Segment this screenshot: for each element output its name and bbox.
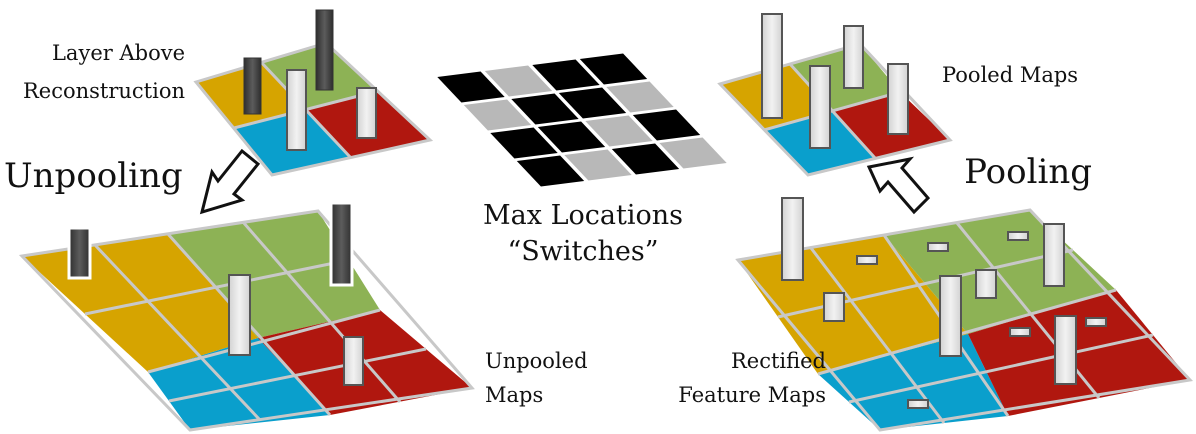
switch-cell-max bbox=[484, 65, 553, 97]
rectified-bar-tall bbox=[1043, 223, 1065, 287]
pooling-arrow-icon bbox=[866, 156, 931, 215]
rectified-bar-flat bbox=[1009, 327, 1031, 337]
unpooled-bar-dark bbox=[329, 201, 354, 287]
unpooling-label: Unpooling bbox=[4, 156, 183, 196]
layer-above-bar-light bbox=[286, 69, 307, 151]
unpooled-bar-dark bbox=[67, 226, 92, 280]
pooling-label: Pooling bbox=[964, 152, 1092, 192]
rectified-bar-tall bbox=[1054, 315, 1077, 385]
pooled-bar-light bbox=[809, 65, 831, 149]
switch-cell bbox=[611, 143, 680, 175]
pooled-outline bbox=[717, 42, 953, 177]
layer-above-map bbox=[193, 9, 434, 177]
unpooling-arrow-icon bbox=[199, 148, 261, 215]
unpooled-maps-label-line2: Maps bbox=[485, 383, 543, 407]
layer-above-bar-dark bbox=[315, 9, 334, 91]
switch-cells bbox=[437, 53, 727, 187]
unpooled-divider bbox=[147, 308, 381, 374]
unpooled-maps-label-line1: Unpooled bbox=[485, 349, 588, 373]
rectified-bar-short bbox=[823, 292, 845, 322]
rectified-bar-flat bbox=[927, 242, 949, 252]
pooled-divider bbox=[763, 90, 901, 132]
layer-above-label-line1: Layer Above bbox=[52, 41, 185, 65]
switch-cell bbox=[511, 93, 579, 125]
layer-above-bar-dark bbox=[243, 57, 262, 115]
switches-grid bbox=[434, 52, 727, 188]
rectified-outline bbox=[735, 208, 1194, 432]
rectified-divider bbox=[848, 333, 1154, 404]
switch-cell bbox=[516, 155, 585, 187]
unpooled-divider bbox=[93, 243, 262, 422]
switch-cell-max bbox=[606, 81, 674, 113]
switch-cell bbox=[537, 121, 606, 153]
switch-cell bbox=[532, 59, 600, 91]
rectified-bar-flat bbox=[1085, 317, 1107, 327]
switch-cell bbox=[490, 127, 558, 159]
pooled-bar-light bbox=[761, 13, 783, 119]
unpooled-map bbox=[18, 201, 475, 432]
rectified-divider bbox=[817, 288, 1117, 376]
switch-cell-max bbox=[659, 137, 727, 169]
pooled-bar-light bbox=[843, 25, 864, 89]
layer-above-outline bbox=[193, 41, 434, 177]
rectified-bar-tall bbox=[781, 197, 804, 281]
pooled-maps-label: Pooled Maps bbox=[942, 63, 1078, 87]
max-locations-label: Max Locations bbox=[483, 200, 683, 231]
switch-cell bbox=[579, 53, 648, 85]
unpooling-arrow bbox=[199, 148, 261, 215]
switch-cell bbox=[632, 109, 701, 141]
switch-cell bbox=[437, 71, 505, 103]
pooling-arrow bbox=[866, 156, 931, 215]
switch-cell bbox=[558, 87, 627, 119]
pooled-map bbox=[717, 13, 953, 177]
rectified-maps-label-line1: Rectified bbox=[731, 349, 826, 373]
rectified-bar-tall bbox=[939, 275, 962, 357]
pooled-bar-light bbox=[887, 63, 909, 135]
unpooled-divider bbox=[241, 221, 402, 403]
rectified-bar-flat bbox=[1007, 231, 1029, 241]
unpooled-outline bbox=[18, 209, 475, 432]
rectified-bar-flat bbox=[907, 399, 929, 409]
switches-label: “Switches” bbox=[507, 236, 658, 267]
rectified-bar-flat bbox=[856, 255, 878, 265]
switch-cell-max bbox=[564, 149, 632, 181]
switch-cell-max bbox=[585, 115, 653, 147]
unpooled-divider bbox=[84, 258, 350, 316]
layer-above-label-line2: Reconstruction bbox=[23, 79, 185, 103]
rectified-map bbox=[735, 197, 1194, 432]
rectified-maps-label-line2: Feature Maps bbox=[678, 383, 826, 407]
unpooled-divider bbox=[168, 347, 427, 403]
unpooled-bar-light bbox=[228, 274, 251, 356]
rectified-bar-short bbox=[975, 269, 997, 299]
switch-cell-max bbox=[463, 99, 532, 131]
layer-above-bar-light bbox=[356, 87, 377, 139]
rectified-divider bbox=[809, 247, 946, 424]
unpooled-bar-light bbox=[343, 336, 364, 386]
